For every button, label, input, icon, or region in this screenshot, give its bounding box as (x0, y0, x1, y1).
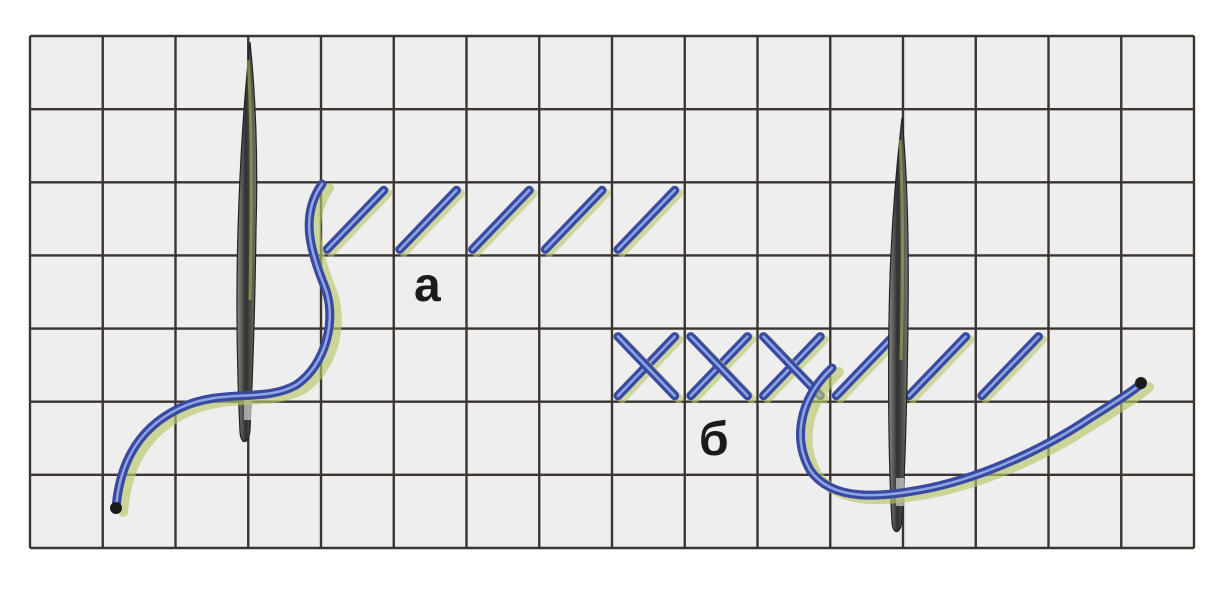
label-a: а (414, 262, 441, 310)
grid-canvas (30, 36, 1194, 548)
label-b: б (699, 416, 729, 464)
